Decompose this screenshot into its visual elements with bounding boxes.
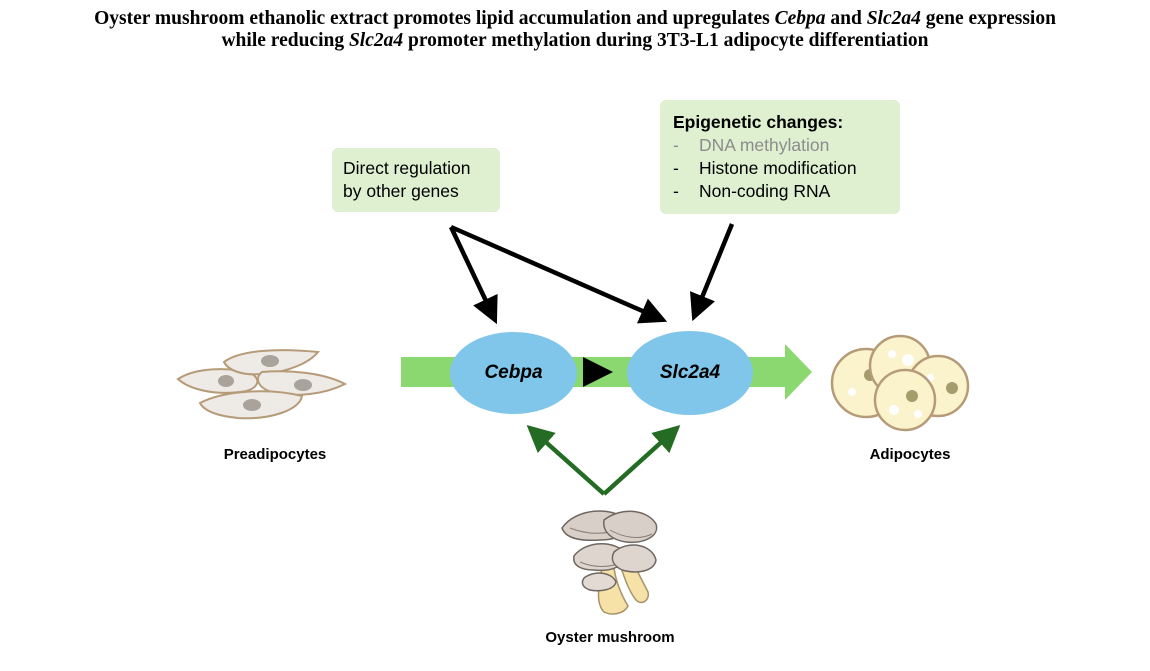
direct-regulation-box: Direct regulation by other genes xyxy=(332,148,500,212)
arrow-epigenetic-to-slc2a4 xyxy=(690,223,735,322)
preadipocytes-illustration xyxy=(176,349,348,420)
epigenetic-item-dash: - xyxy=(673,135,679,155)
arrow-direct-to-cebpa xyxy=(448,226,498,325)
arrow-mushroom-to-cebpa xyxy=(526,425,606,496)
activation-arrows xyxy=(526,424,681,496)
epigenetic-item-dash: - xyxy=(673,158,679,178)
regulation-arrows xyxy=(448,223,735,387)
arrow-direct-to-slc2a4 xyxy=(450,224,668,324)
epigenetic-item-label: Histone modification xyxy=(699,158,857,178)
adipocytes-label: Adipocytes xyxy=(869,446,951,463)
epigenetic-item: - DNA methylation xyxy=(673,134,900,157)
gene-node-slc2a4: Slc2a4 xyxy=(627,331,753,415)
epigenetic-heading: Epigenetic changes: xyxy=(673,112,844,132)
gene-label-cebpa: Cebpa xyxy=(484,362,543,383)
epigenetic-item: - Non-coding RNA xyxy=(673,180,900,203)
title-line-2: while reducing Slc2a4 promoter methylati… xyxy=(221,30,929,51)
adipocytes-illustration xyxy=(830,334,970,432)
gene-label-slc2a4: Slc2a4 xyxy=(659,362,721,383)
title-line-1: Oyster mushroom ethanolic extract promot… xyxy=(94,8,1056,29)
preadipocytes-label: Preadipocytes xyxy=(223,446,327,463)
oyster-mushroom-illustration xyxy=(561,510,658,615)
gene-node-cebpa: Cebpa xyxy=(450,332,577,414)
direct-regulation-line-1: Direct regulation xyxy=(343,158,471,178)
epigenetic-item: - Histone modification xyxy=(673,157,900,180)
arrow-mushroom-to-slc2a4 xyxy=(602,424,681,496)
oyster-mushroom-label: Oyster mushroom xyxy=(545,629,675,646)
epigenetic-changes-box: Epigenetic changes: - DNA methylation - … xyxy=(660,100,900,214)
epigenetic-item-label: DNA methylation xyxy=(699,135,830,155)
direct-regulation-line-2: by other genes xyxy=(343,181,459,201)
epigenetic-item-dash: - xyxy=(673,181,679,201)
epigenetic-item-label: Non-coding RNA xyxy=(699,181,831,201)
figure-title: Oyster mushroom ethanolic extract promot… xyxy=(0,8,1150,52)
